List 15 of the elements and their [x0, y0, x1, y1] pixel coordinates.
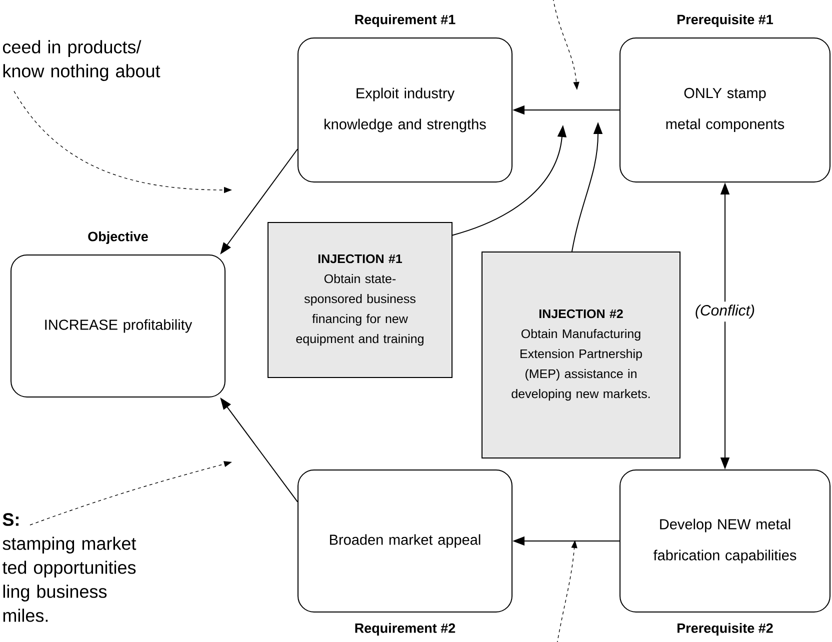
injection-box: INJECTION #2 Obtain Manufacturing Extension Partnership (MEP) assistance in developing new markets. — [482, 251, 680, 458]
note-text: S: stamping market ted opportunities ling business miles. — [2, 513, 136, 622]
box-heading: Requirement #1 — [355, 14, 456, 27]
process-box: Develop NEW metal fabrication capabilities — [620, 470, 830, 612]
box-heading: Prerequisite #2 — [678, 623, 773, 636]
process-box: INCREASE profitability — [10, 254, 226, 398]
note-text: ceed in products/ know nothing about — [2, 40, 160, 81]
box-heading: Prerequisite #1 — [678, 14, 774, 27]
process-box: Exploit industry knowledge and strengths — [298, 38, 512, 182]
injection-box: INJECTION #1 Obtain state-sponsored business financing for new equipment and training — [268, 222, 452, 378]
edge-label: (Conflict) — [692, 302, 758, 322]
box-heading: Requirement #2 — [355, 623, 456, 636]
box-heading: Objective — [88, 231, 148, 244]
process-box: ONLY stamp metal components — [620, 38, 830, 182]
process-box: Broaden market appeal — [298, 470, 512, 612]
